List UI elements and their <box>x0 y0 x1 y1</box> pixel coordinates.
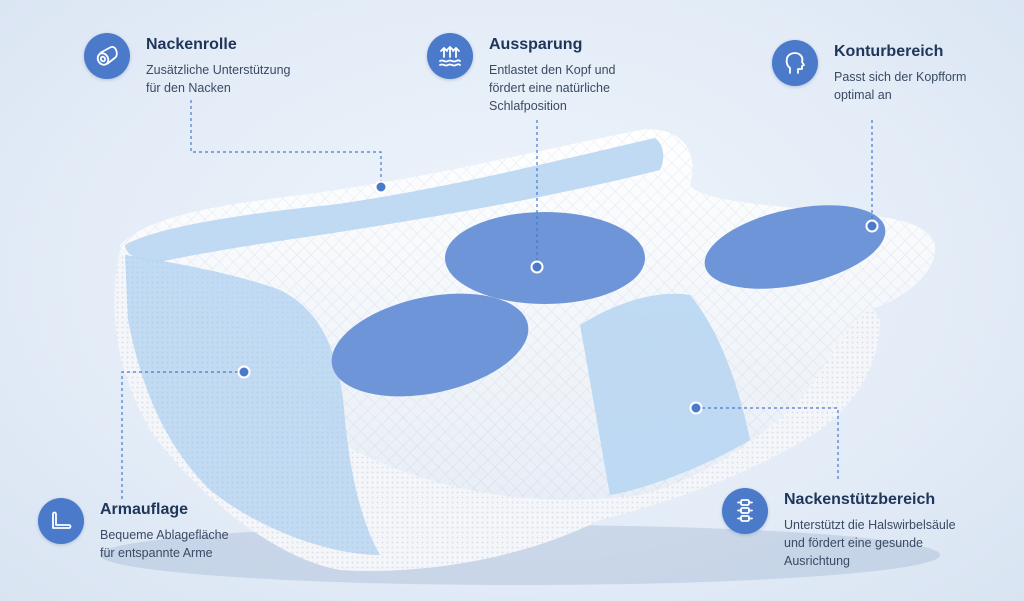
callout-title: Konturbereich <box>834 43 944 60</box>
dot-nackenstuetz <box>689 401 703 415</box>
roll-icon <box>84 33 130 79</box>
dot-konturbereich <box>865 219 879 233</box>
arm-rest-icon <box>38 498 84 544</box>
dot-nackenrolle <box>374 180 388 194</box>
callout-nackenstuetzbereich: Nackenstützbereich Unterstützt die Halsw… <box>722 488 956 570</box>
callout-armauflage: Armauflage Bequeme Ablagefläche für ents… <box>38 498 229 562</box>
callout-konturbereich: Konturbereich Passt sich der Kopfform op… <box>772 40 966 104</box>
right-contour-zone <box>704 205 886 289</box>
dot-aussparung <box>530 260 544 274</box>
neck-roll-band <box>125 138 664 262</box>
callout-description: Passt sich der Kopfform optimal an <box>834 70 967 102</box>
callout-title: Armauflage <box>100 501 189 518</box>
left-contour-zone <box>331 293 529 397</box>
callout-description: Bequeme Ablagefläche für entspannte Arme <box>100 528 229 560</box>
dot-armauflage <box>237 365 251 379</box>
callout-title: Aussparung <box>489 36 583 53</box>
callout-title: Nackenstützbereich <box>784 491 936 508</box>
callout-description: Zusätzliche Unterstützung für den Nacken <box>146 63 291 95</box>
connector-lines <box>121 100 873 500</box>
callout-description: Entlastet den Kopf und fördert eine natü… <box>489 63 616 113</box>
center-recess-zone <box>445 212 645 304</box>
arrows-up-icon <box>427 33 473 79</box>
callout-description: Unterstützt die Halswirbelsäule und förd… <box>784 518 956 568</box>
head-profile-icon <box>772 40 818 86</box>
spine-icon <box>722 488 768 534</box>
callout-title: Nackenrolle <box>146 36 237 53</box>
neck-support-panel <box>580 293 750 495</box>
callout-nackenrolle: Nackenrolle Zusätzliche Unterstützung fü… <box>84 33 291 97</box>
callout-aussparung: Aussparung Entlastet den Kopf und förder… <box>427 33 615 115</box>
connector-dots <box>237 180 879 415</box>
